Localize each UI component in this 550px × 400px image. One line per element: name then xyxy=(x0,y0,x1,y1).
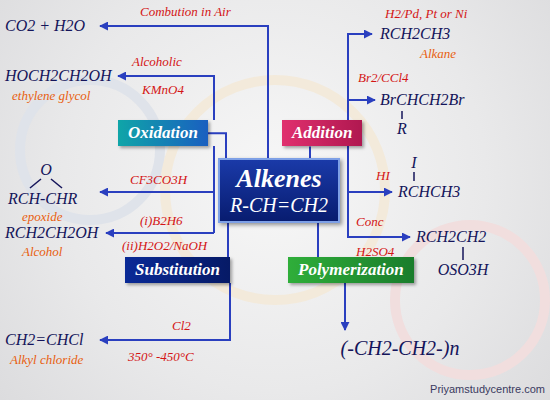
leader-arrow xyxy=(348,99,375,101)
reagent-label: KMnO4 xyxy=(142,82,184,98)
connector-line xyxy=(317,223,319,257)
node-text: Addition xyxy=(292,123,352,143)
formula-label: RCH-CHR xyxy=(8,190,77,208)
node-text: R-CH=CH2 xyxy=(230,194,328,217)
compound-name: Alkane xyxy=(420,46,456,62)
formula-label: OSO3H xyxy=(438,261,489,279)
compound-name: epoxide xyxy=(22,209,62,225)
connector-line xyxy=(309,146,311,158)
reagent-label: (ii)H2O2/NaOH xyxy=(122,238,207,254)
compound-name: ethylene glycol xyxy=(12,88,90,104)
reagent-label: (i)B2H6 xyxy=(140,213,183,229)
category-box: Oxidation xyxy=(118,120,208,146)
reagent-label: H2SO4 xyxy=(356,244,394,260)
reagent-label: HI xyxy=(376,168,390,184)
formula-label: RCHCH3 xyxy=(398,183,460,201)
node-text: Alkenes xyxy=(230,164,328,194)
background-decor xyxy=(20,80,545,375)
node-text: Polymerization xyxy=(298,260,404,280)
formula-label: RCH2CH2OH xyxy=(5,224,98,242)
bond-line xyxy=(462,247,464,260)
reagent-label: Conc xyxy=(356,214,383,230)
node-text: Substitution xyxy=(135,260,220,280)
node-text: Oxidation xyxy=(128,123,198,143)
bond-line xyxy=(51,179,62,188)
reagent-label: H2/Pd, Pt or Ni xyxy=(385,6,467,22)
bond-line xyxy=(413,172,415,181)
trunk-line xyxy=(213,146,215,233)
reagent-label: CF3CO3H xyxy=(130,172,187,188)
reagent-label: 350° -450°C xyxy=(128,349,194,365)
formula-label: CO2 + H2O xyxy=(5,17,85,35)
formula-label: R xyxy=(397,120,407,138)
formula-label: RCH2CH2 xyxy=(416,228,486,246)
formula-label: HOCH2CH2OH xyxy=(5,67,112,85)
formula-label: RCH2CH3 xyxy=(380,25,450,43)
bond-line xyxy=(30,179,41,188)
leader-arrow xyxy=(100,191,214,193)
reagent-label: Combution in Air xyxy=(140,4,231,20)
leader-arrow xyxy=(100,283,230,340)
formula-label: BrCHCH2Br xyxy=(380,91,464,109)
compound-name: Alcohol xyxy=(22,244,62,260)
leader-arrow xyxy=(100,26,268,158)
reagent-label: Cl2 xyxy=(172,318,191,334)
formula-label: (-CH2-CH2-)n xyxy=(341,337,460,360)
connector-line xyxy=(208,133,226,158)
central-box: AlkenesR-CH=CH2 xyxy=(218,158,340,223)
reagent-label: Br2/CCl4 xyxy=(358,70,409,86)
formula-label: O xyxy=(40,161,52,179)
compound-name: Alkyl chloride xyxy=(10,352,83,368)
category-box: Addition xyxy=(282,120,362,146)
category-box: Substitution xyxy=(125,257,230,283)
formula-label: I xyxy=(411,154,416,172)
leader-arrow xyxy=(344,283,346,330)
leader-arrow xyxy=(106,232,214,234)
category-box: Polymerization xyxy=(288,257,414,283)
connector-line xyxy=(227,223,229,257)
bond-line xyxy=(401,111,403,119)
watermark: Priyamstudycentre.com xyxy=(430,383,545,395)
leader-arrow xyxy=(118,76,214,120)
reagent-label: Alcoholic xyxy=(132,54,182,70)
formula-label: CH2=CHCl xyxy=(5,331,83,349)
leader-arrow xyxy=(348,191,392,193)
